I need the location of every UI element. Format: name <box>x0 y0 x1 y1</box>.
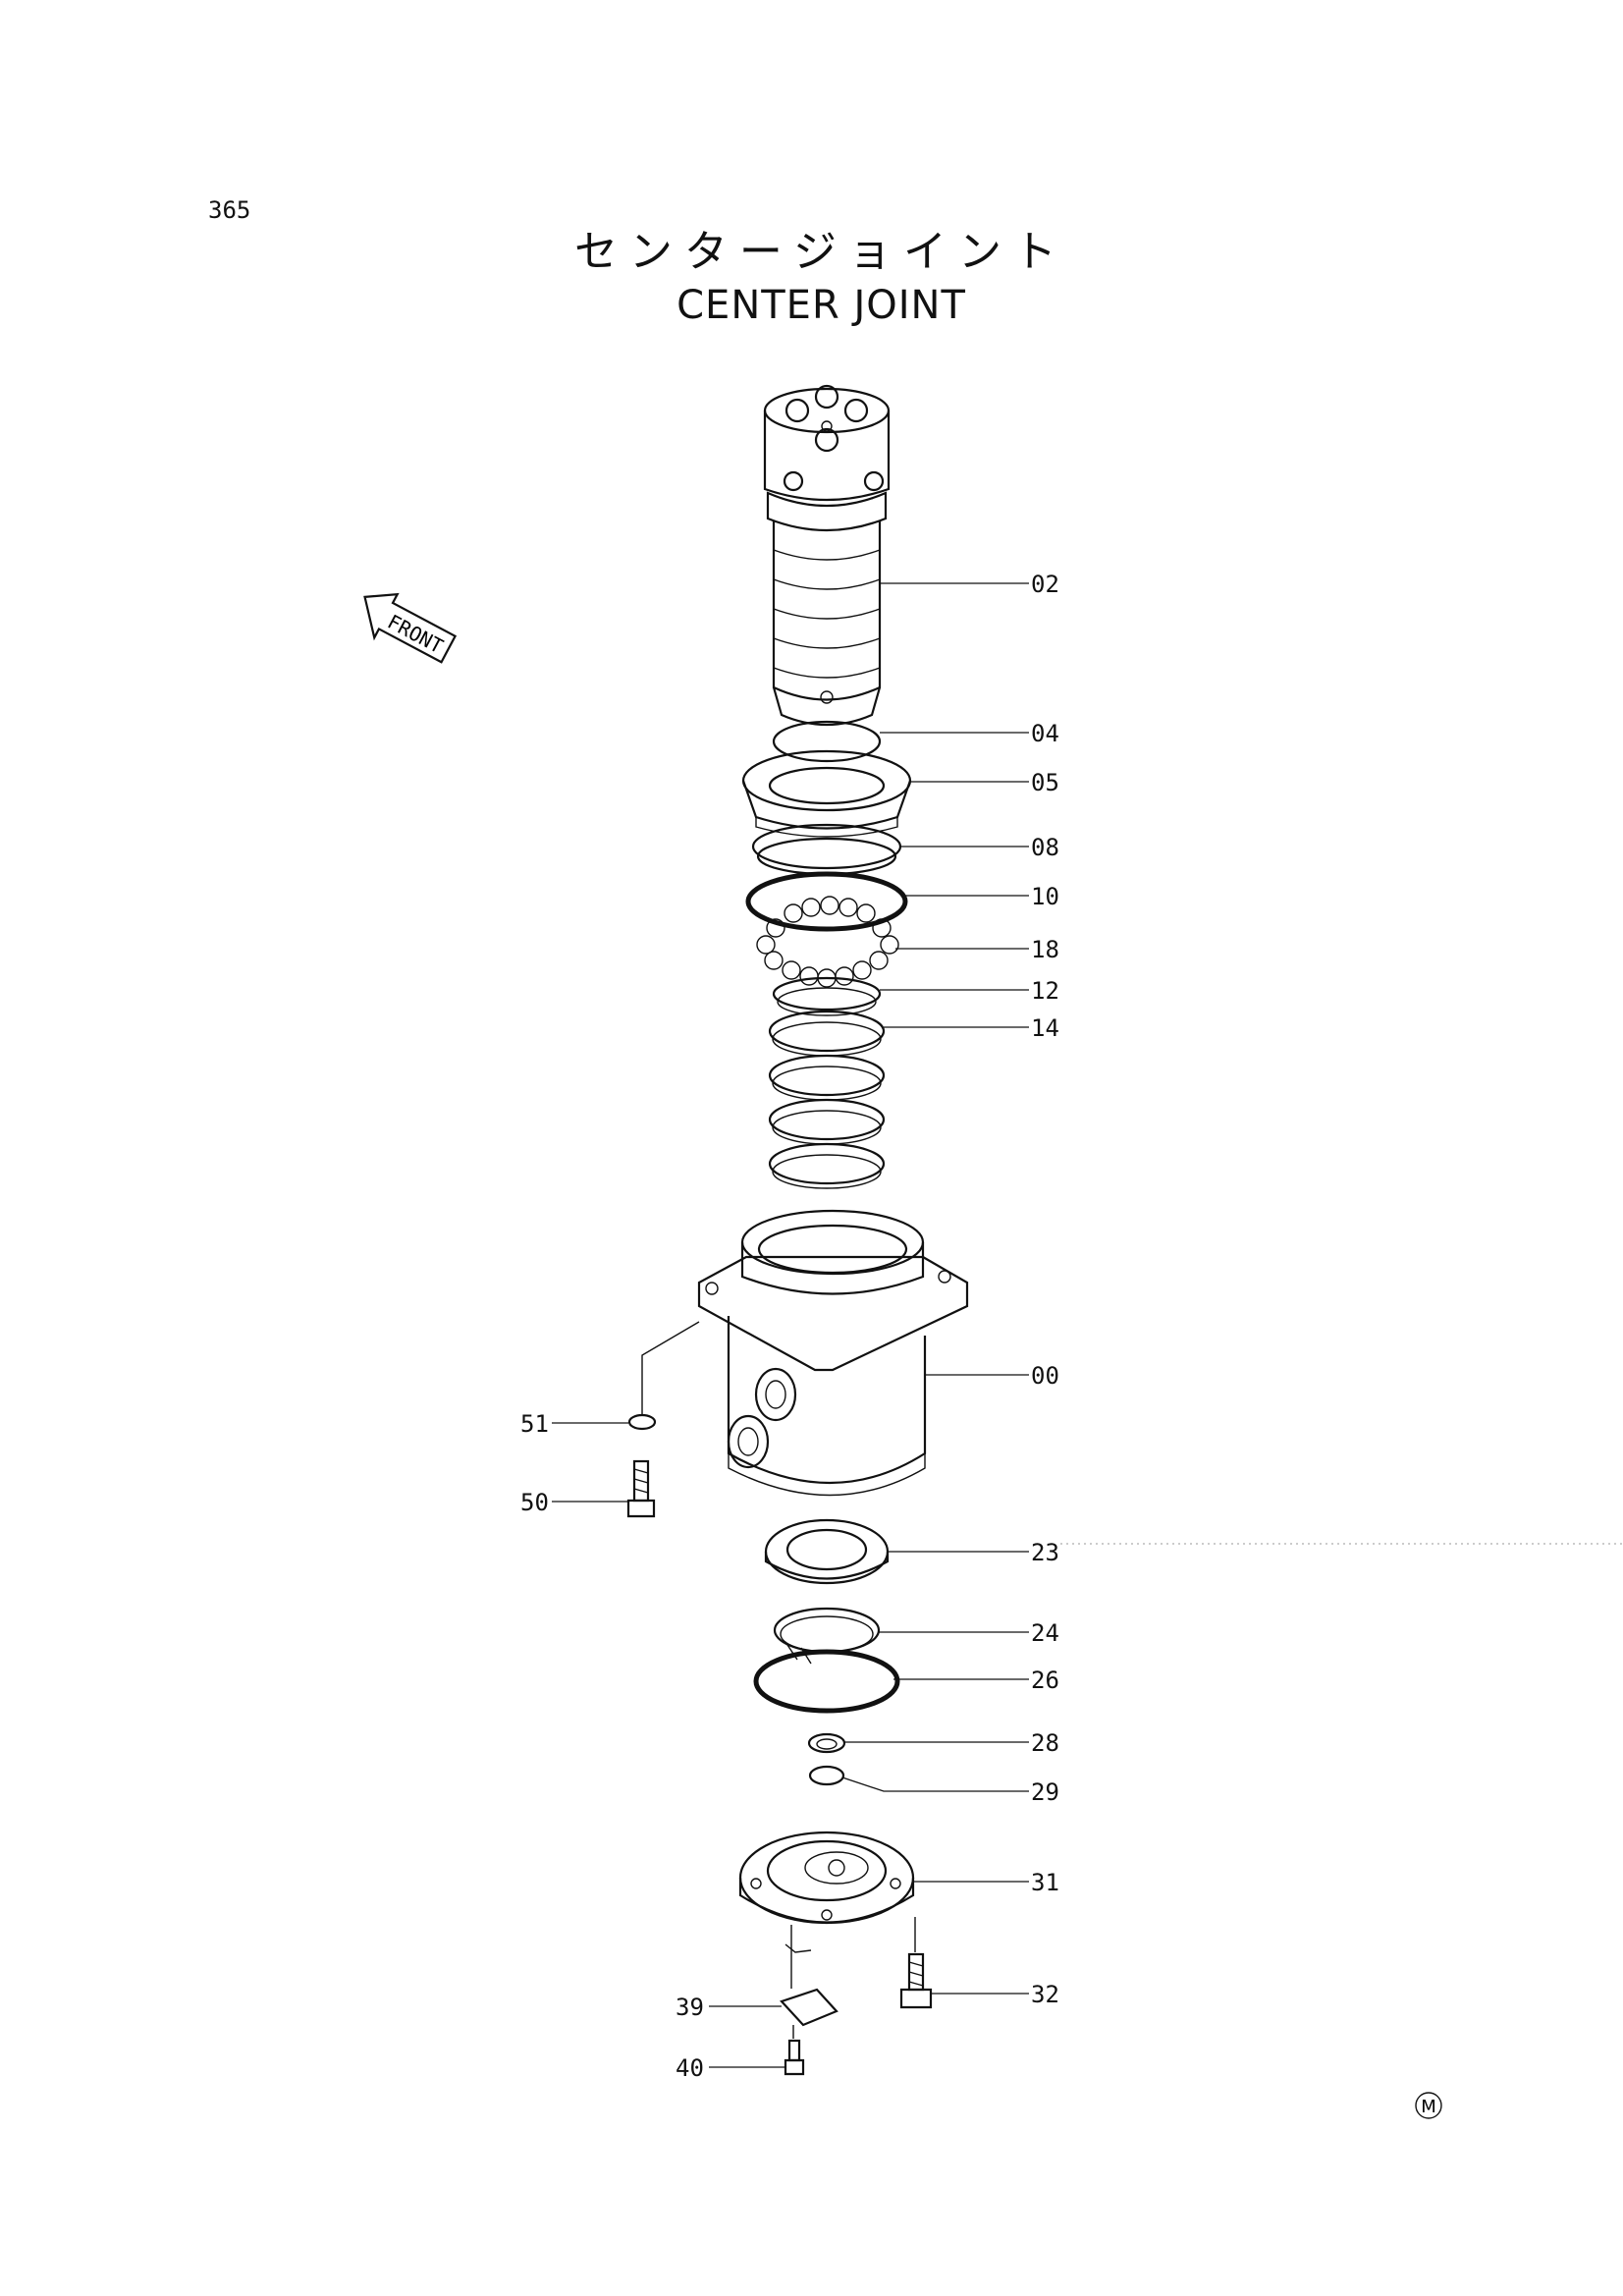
callout-50: 50 <box>520 1489 549 1516</box>
callout-51: 51 <box>520 1410 549 1438</box>
callout-26: 26 <box>1031 1667 1059 1694</box>
callout-04: 04 <box>1031 720 1059 747</box>
callout-14: 14 <box>1031 1014 1059 1042</box>
callout-31: 31 <box>1031 1869 1059 1896</box>
callout-39: 39 <box>676 1994 704 2021</box>
callout-24: 24 <box>1031 1619 1059 1647</box>
callout-00: 00 <box>1031 1362 1059 1390</box>
ring-part-28 <box>807 1732 846 1754</box>
washer-part-51 <box>627 1413 657 1431</box>
callout-40: 40 <box>676 2054 704 2082</box>
callout-23: 23 <box>1031 1539 1059 1566</box>
o-ring-part-04 <box>772 720 882 763</box>
title-english: CENTER JOINT <box>676 283 966 328</box>
spindle-part-02 <box>763 384 891 727</box>
m-mark-label: M <box>1421 2097 1436 2117</box>
callout-12: 12 <box>1031 977 1059 1005</box>
front-label: FRONT <box>384 610 447 658</box>
callout-05: 05 <box>1031 769 1059 796</box>
body-part-00 <box>697 1209 969 1497</box>
callout-32: 32 <box>1031 1981 1059 2008</box>
ring-part-08 <box>751 823 902 876</box>
callout-02: 02 <box>1031 571 1059 598</box>
o-ring-part-10 <box>745 871 908 932</box>
leader-line <box>641 1321 700 1414</box>
ring-part-23 <box>764 1518 890 1585</box>
callout-10: 10 <box>1031 883 1059 910</box>
ring-part-05 <box>741 749 912 838</box>
bolt-part-50 <box>626 1459 656 1518</box>
o-ring-part-26 <box>753 1649 900 1714</box>
page-number: 365 <box>208 196 251 224</box>
m-mark-icon: M <box>1415 2092 1442 2119</box>
title-japanese: センタージョイント <box>573 227 1069 277</box>
callout-28: 28 <box>1031 1729 1059 1757</box>
front-arrow-icon: FRONT <box>363 592 458 664</box>
callout-18: 18 <box>1031 936 1059 963</box>
plate-part-39 <box>780 1988 839 2027</box>
ball-bearing-part-18 <box>756 896 899 988</box>
screw-part-40 <box>784 2039 805 2076</box>
cover-part-31 <box>738 1831 915 1953</box>
seal-stack-part-14 <box>768 1010 886 1189</box>
title-block: センタージョイント CENTER JOINT <box>0 216 1623 328</box>
callout-08: 08 <box>1031 834 1059 861</box>
o-ring-part-29 <box>808 1765 845 1786</box>
callout-29: 29 <box>1031 1778 1059 1806</box>
callouts: 02 04 05 08 10 18 12 14 00 23 24 26 28 2… <box>520 571 1623 2082</box>
bolt-part-32 <box>899 1952 933 2009</box>
ring-part-12 <box>772 976 882 1016</box>
